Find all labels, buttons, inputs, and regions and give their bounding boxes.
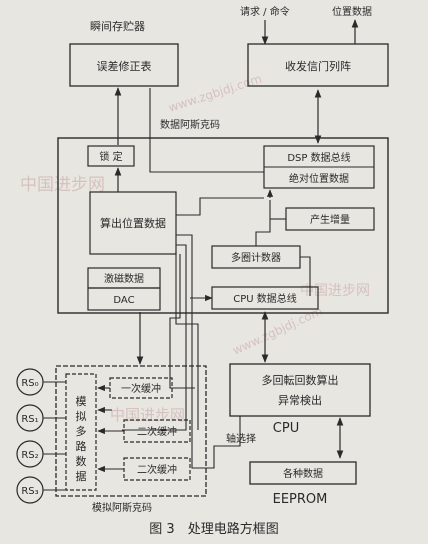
axis-select-label: 轴选择 [226,432,256,445]
buffer2b-label: 二次缓冲 [137,463,177,476]
generate-increment-label: 产生增量 [310,213,350,226]
rs1-label: RS₁ [21,414,38,425]
request-command-label: 请求 / 命令 [240,5,290,18]
error-table-box [69,43,179,87]
various-data-label: 各种数据 [283,467,323,480]
error-to-dsp-line [149,88,264,173]
dac-box [87,287,161,311]
axis-select-line [200,416,241,469]
digital-asic-box [57,137,389,314]
analog-mux-char: 拟 [76,409,87,423]
analog-mux-box [65,373,97,491]
dsp-bus-label: DSP 数据总线 [287,151,350,164]
counter-up-line [255,200,271,246]
analog-asic-box [55,365,207,497]
compute-to-bus-line [176,197,264,216]
analog-asic-label: 模拟阿斯克码 [92,501,152,514]
transceiver-array-label: 收发信门列阵 [285,59,351,73]
analog-mux-text: 模 拟 多 路 数 据 [76,395,87,483]
rs0-label: RS₀ [21,378,38,389]
signal-line-1 [122,244,187,431]
multi-rev-label-2: 异常検出 [278,393,322,407]
rs2-label: RS₂ [21,450,38,461]
buffer2a-label: 二次缓冲 [137,425,177,438]
analog-mux-char: 模 [76,395,87,408]
figure-caption: 图 3 处理电路方框图 [149,521,278,537]
transceiver-array-box [247,43,389,87]
compute-position-label: 算出位置数据 [100,216,166,230]
absolute-position-label: 绝对位置数据 [289,172,349,185]
buffer1-label: 一次缓冲 [121,382,161,395]
digital-asic-label: 数据阿斯克码 [160,118,220,131]
lock-box [87,145,135,167]
watermark: 中国进步网 [20,175,105,195]
error-table-label: 误差修正表 [97,59,152,73]
excitation-data-label: 激磁数据 [104,272,144,285]
transient-memory-label: 瞬间存贮器 [90,19,145,33]
watermark: 中国进步网 [110,406,185,424]
position-data-label: 位置数据 [332,5,372,18]
multi-rev-label-1: 多回転回数算出 [262,373,339,387]
various-data-box [249,461,357,485]
analog-mux-char: 多 [76,424,87,438]
signal-line-4 [175,252,199,430]
compute-position-box [89,191,177,255]
rs3-label: RS₃ [21,486,38,497]
cpu-box [229,363,371,417]
eeprom-label: EEPROM [273,492,328,507]
signal-line-2 [176,234,200,469]
cpu-label: CPU [273,421,299,436]
counter-to-cpubus-line [300,256,311,296]
signal-line-3 [169,254,195,389]
analog-mux-char: 路 [76,440,87,453]
cpu-bus-label: CPU 数据总线 [233,292,297,305]
multi-counter-label: 多圈计数器 [231,251,281,264]
watermark: www.zgbjdj.com [167,71,264,114]
watermark: www.zgbjdj.com [230,304,324,358]
analog-mux-char: 据 [76,469,87,483]
dac-label: DAC [113,295,134,306]
analog-mux-char: 数 [76,455,87,468]
lock-label: 锁 定 [99,150,122,163]
rs-sensor-group: RS₀ RS₁ RS₂ RS₃ [16,368,44,504]
